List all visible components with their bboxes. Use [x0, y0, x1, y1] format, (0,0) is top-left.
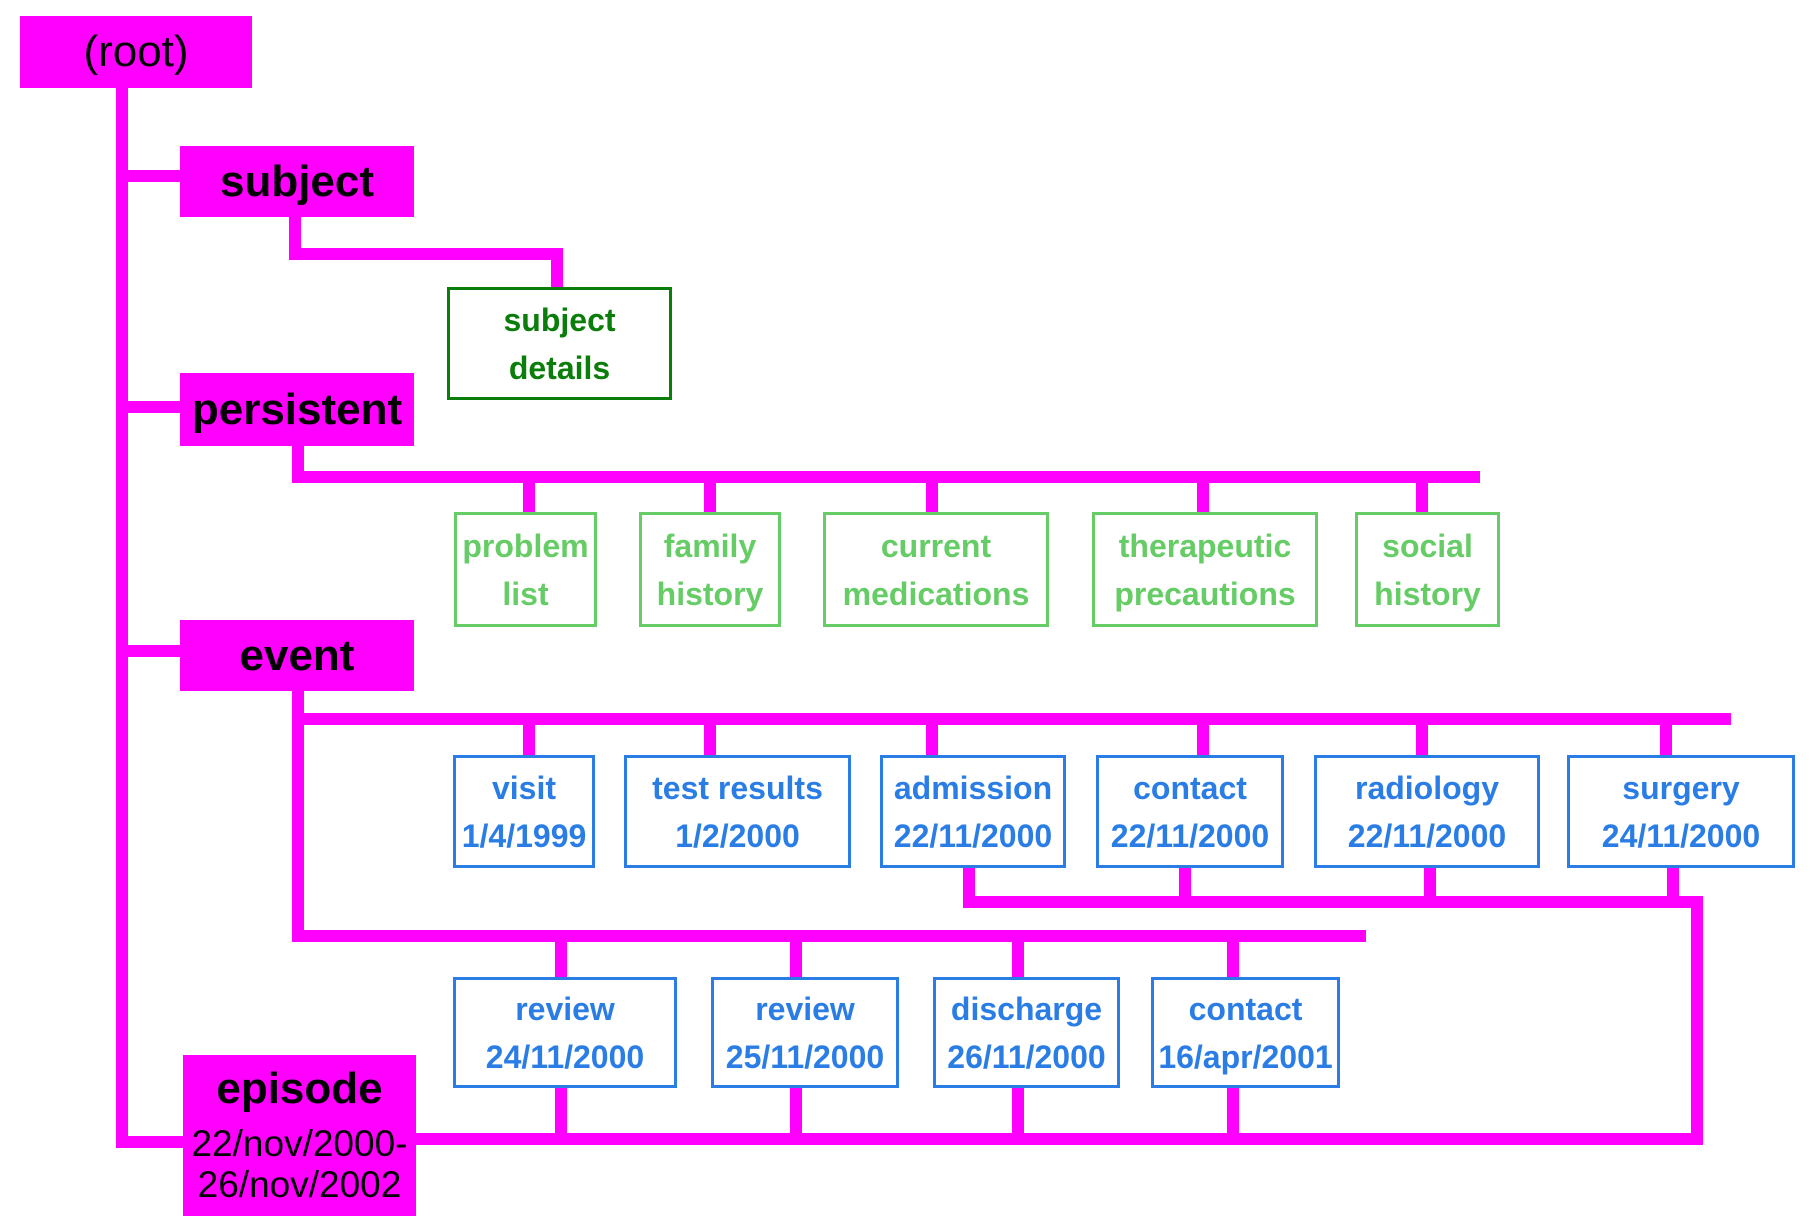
event-date: 1/2/2000	[675, 817, 800, 854]
node-event-admission: admission 22/11/2000	[880, 755, 1066, 868]
event-title: review	[755, 990, 855, 1027]
event-date: 26/11/2000	[947, 1038, 1106, 1075]
event-date: 1/4/1999	[461, 817, 587, 854]
node-persistent: persistent	[180, 373, 414, 446]
trunk-line	[116, 88, 183, 1148]
event-title: admission	[893, 769, 1053, 806]
event-date: 24/11/2000	[485, 1038, 645, 1075]
event-title: test results	[652, 769, 823, 806]
node-subject: subject	[180, 146, 414, 217]
event-title: contact	[1133, 769, 1247, 806]
node-episode-range-end: 26/nov/2002	[197, 1164, 402, 1205]
node-label-line: therapeutic	[1118, 527, 1292, 564]
node-label-line: precautions	[1114, 575, 1296, 612]
node-label-line: current	[880, 527, 992, 564]
node-event-contact-2: contact 16/apr/2001	[1151, 977, 1340, 1088]
node-event-visit: visit 1/4/1999	[453, 755, 595, 868]
event-date: 16/apr/2001	[1158, 1038, 1333, 1075]
node-episode: episode 22/nov/2000- 26/nov/2002	[183, 1055, 416, 1216]
event-title: review	[515, 990, 615, 1027]
node-episode-range-start: 22/nov/2000-	[191, 1123, 408, 1164]
event-title: radiology	[1354, 769, 1499, 806]
event-date: 22/11/2000	[893, 817, 1053, 854]
bus-event-row2	[292, 691, 1366, 942]
link-subject-details	[289, 217, 563, 287]
node-event: event	[180, 620, 414, 691]
bus-episode-links	[416, 868, 1703, 1145]
event-date: 22/11/2000	[1110, 817, 1270, 854]
node-label-line: history	[656, 575, 764, 612]
node-event-test-results: test results 1/2/2000	[624, 755, 851, 868]
node-label-line: social	[1382, 527, 1473, 564]
node-event-discharge: discharge 26/11/2000	[933, 977, 1120, 1088]
node-label-line: problem	[462, 527, 589, 564]
node-root-label: (root)	[83, 27, 189, 76]
node-label-line: history	[1374, 575, 1481, 612]
event-date: 22/11/2000	[1347, 817, 1507, 854]
node-problem-list: problem list	[454, 512, 597, 627]
node-current-medications: current medications	[823, 512, 1049, 627]
node-persistent-label: persistent	[191, 384, 403, 434]
event-title: discharge	[950, 990, 1103, 1027]
node-event-review-2: review 25/11/2000	[711, 977, 899, 1088]
event-title: visit	[491, 769, 557, 806]
node-root: (root)	[20, 16, 252, 88]
node-therapeutic-precautions: therapeutic precautions	[1092, 512, 1318, 627]
node-event-radiology: radiology 22/11/2000	[1314, 755, 1540, 868]
event-date: 25/11/2000	[725, 1038, 885, 1075]
node-label-line: subject	[503, 301, 616, 338]
node-event-review-1: review 24/11/2000	[453, 977, 677, 1088]
node-event-surgery: surgery 24/11/2000	[1567, 755, 1795, 868]
event-title: surgery	[1622, 769, 1740, 806]
node-label-line: family	[663, 527, 757, 564]
node-social-history: social history	[1355, 512, 1500, 627]
node-label-line: details	[508, 349, 611, 386]
event-date: 24/11/2000	[1601, 817, 1761, 854]
node-episode-label: episode	[216, 1064, 383, 1113]
node-event-label: event	[239, 630, 355, 680]
node-label-line: medications	[842, 575, 1030, 612]
node-family-history: family history	[639, 512, 781, 627]
node-event-contact-1: contact 22/11/2000	[1096, 755, 1284, 868]
event-title: contact	[1188, 990, 1303, 1027]
node-subject-details: subject details	[447, 287, 672, 400]
bus-persistent	[292, 446, 1480, 483]
node-label-line: list	[502, 575, 549, 612]
node-subject-label: subject	[219, 156, 375, 206]
